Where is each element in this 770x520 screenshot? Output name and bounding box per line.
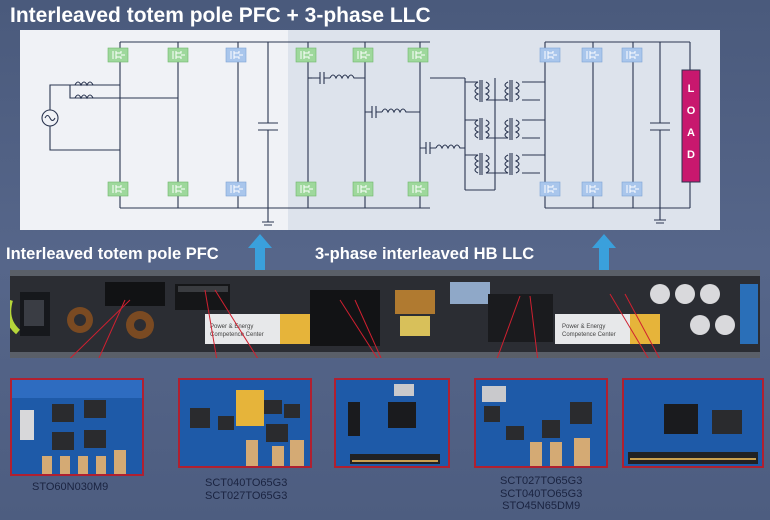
daughter-card-4 (474, 378, 608, 468)
part-number: SCT027TO65G3 (500, 475, 583, 487)
board-label-1: Power & Energy (210, 324, 253, 330)
load-letter: L (688, 83, 695, 95)
load-letter: O (687, 105, 696, 117)
daughter-card-1 (10, 378, 144, 476)
part-number: STO45N65DM9 (502, 500, 581, 512)
part-number: STO60N030M9 (32, 481, 109, 493)
card-caption-1: STO60N030M9 (32, 481, 108, 494)
load-block (681, 69, 701, 183)
load-letter: A (687, 127, 695, 139)
pfc-section-label: Interleaved totem pole PFC (6, 245, 219, 263)
converter-board-photo: Power & Energy Competence Center Power &… (10, 270, 760, 358)
llc-schematic-panel (288, 30, 720, 230)
card-caption-2: SCT040TO65G3 SCT027TO65G3 (205, 477, 287, 502)
daughter-card-5 (622, 378, 764, 468)
board-label-4: Competence Center (562, 332, 616, 338)
load-letter: D (687, 149, 695, 161)
part-number: SCT040TO65G3 (205, 477, 288, 489)
daughter-card-2 (178, 378, 312, 468)
board-label-2: Competence Center (210, 332, 264, 338)
controller-card (334, 378, 450, 468)
board-label-3: Power & Energy (562, 324, 605, 330)
llc-section-label: 3-phase interleaved HB LLC (315, 245, 535, 263)
up-arrow-icon (592, 234, 616, 280)
part-number: SCT027TO65G3 (205, 489, 288, 502)
up-arrow-icon (248, 234, 272, 280)
pfc-schematic-panel (20, 30, 288, 230)
card-caption-4: SCT027TO65G3 SCT040TO65G3 STO45N65DM9 (500, 475, 582, 513)
page-title: Interleaved totem pole PFC + 3-phase LLC (10, 4, 431, 27)
part-number: SCT040TO65G3 (500, 487, 583, 500)
